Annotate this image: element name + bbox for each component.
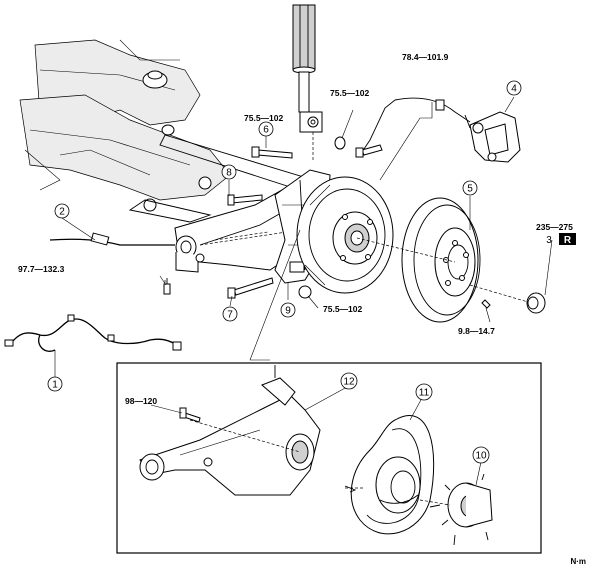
torque-hub-nut: 235—275	[536, 222, 573, 232]
callout-7-text: 7	[227, 310, 233, 321]
callout-2: 2	[54, 203, 70, 219]
callout-6-text: 6	[263, 125, 269, 136]
callout-11: 11	[415, 383, 433, 401]
torque-trailing-arm: 97.7—132.3	[18, 264, 65, 274]
callout-11-text: 11	[419, 388, 430, 399]
detail-wheel-hub	[419, 473, 493, 546]
callout-1-text: 1	[52, 380, 58, 391]
callout-1: 1	[47, 376, 63, 392]
callout-7: 7	[222, 306, 238, 322]
callout-10: 10	[472, 446, 490, 464]
replace-badge-text: R	[564, 235, 572, 246]
leader-lines	[54, 96, 553, 380]
callout-12-text: 12	[343, 377, 355, 388]
shock-absorber	[292, 4, 323, 160]
callout-9-text: 9	[285, 306, 291, 317]
detail-dust-shield	[344, 415, 435, 535]
brake-disc	[356, 197, 481, 323]
unit-label: N·m	[570, 557, 586, 566]
callout-12: 12	[340, 372, 358, 390]
parking-brake-cable	[49, 231, 269, 246]
callout-8-text: 8	[226, 168, 232, 179]
callout-4-text: 4	[511, 84, 517, 95]
detail-trailing-arm	[139, 365, 321, 496]
callout-3: 3	[546, 235, 552, 246]
torque-rotor-screw: 9.8—14.7	[458, 326, 495, 336]
dust-shield-main	[296, 176, 394, 294]
detail-inset-frame	[116, 362, 542, 554]
callout-4: 4	[506, 80, 522, 96]
callout-10-text: 10	[475, 451, 487, 462]
callout-5: 5	[462, 180, 478, 196]
brake-hose	[359, 97, 471, 156]
detail-leader-lines	[150, 386, 482, 486]
callout-3-text: 3	[546, 235, 552, 246]
callout-9: 9	[280, 302, 296, 318]
torque-detail-bolt: 98—120	[125, 396, 157, 406]
callout-6: 6	[258, 121, 274, 137]
abs-wheel-speed-sensor	[4, 314, 182, 352]
rear-crossmember-ghost	[19, 39, 332, 223]
torque-lower-nut: 75.5—102	[323, 304, 362, 314]
torque-caliper: 78.4—101.9	[402, 52, 449, 62]
callout-2-text: 2	[59, 207, 65, 218]
callout-5-text: 5	[467, 184, 473, 195]
torque-shock-nut: 75.5—102	[330, 88, 369, 98]
brake-caliper	[464, 111, 521, 163]
replace-badge: R	[559, 233, 576, 246]
hub-nut	[469, 284, 546, 314]
torque-shock-bolt: 75.5—102	[244, 113, 283, 123]
fasteners-main	[163, 136, 491, 309]
callout-8: 8	[221, 164, 237, 180]
